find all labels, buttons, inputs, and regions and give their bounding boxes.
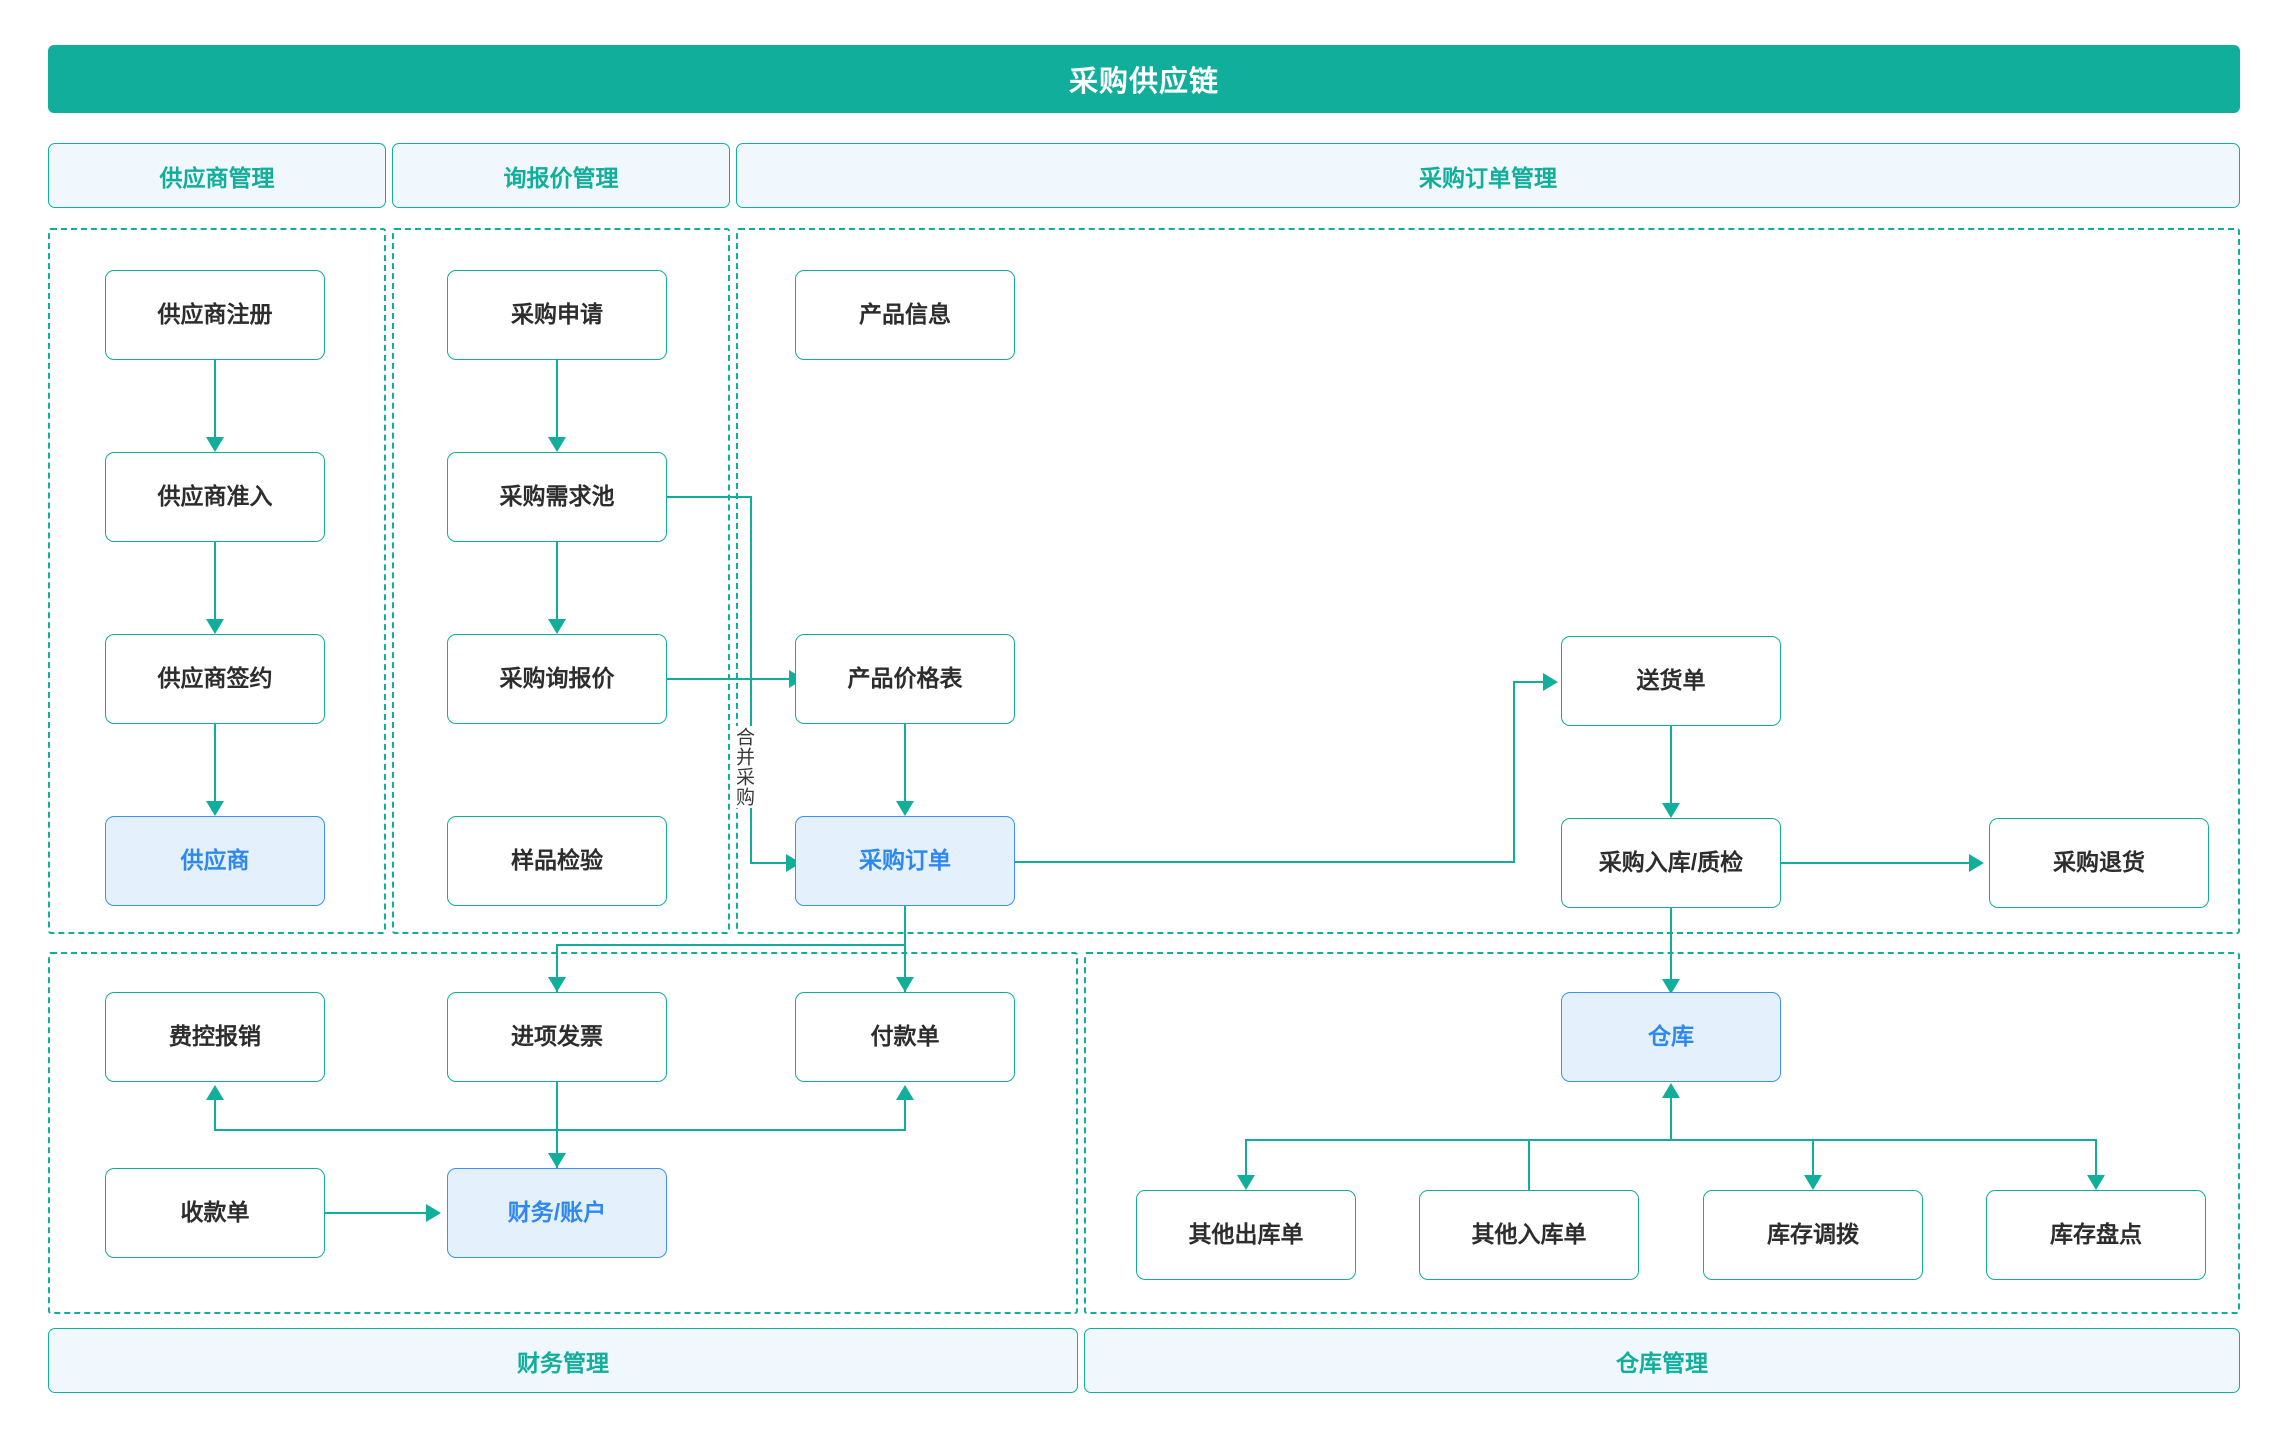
node-supplier-register[interactable]: 供应商注册 — [105, 270, 325, 360]
edge-bus-to-invoice — [556, 944, 906, 946]
edge-delivery-to-inbound — [1670, 726, 1672, 803]
edge-order-into-delivery-segment — [1513, 681, 1545, 683]
section-header-finance[interactable]: 财务管理 — [48, 1328, 1078, 1393]
arrowhead-inbound-to-warehouse — [1662, 979, 1680, 994]
edge-pricelist-to-order — [904, 724, 906, 801]
arrowhead-bus-to-invoice — [548, 977, 566, 992]
node-receipt-voucher[interactable]: 收款单 — [105, 1168, 325, 1258]
arrowhead-to-other-outbound — [1237, 1175, 1255, 1190]
node-price-list[interactable]: 产品价格表 — [795, 634, 1015, 724]
edge-bus-payment-expense — [214, 1129, 906, 1131]
edge-receipt-to-account — [325, 1212, 428, 1214]
arrowhead-to-stock-transfer — [1804, 1175, 1822, 1190]
node-purchase-order[interactable]: 采购订单 — [795, 816, 1015, 906]
node-stock-count[interactable]: 库存盘点 — [1986, 1190, 2206, 1280]
edge-branch-stock-transfer — [1812, 1139, 1814, 1179]
node-expense-claim[interactable]: 费控报销 — [105, 992, 325, 1082]
node-purchase-return[interactable]: 采购退货 — [1989, 818, 2209, 908]
edge-branch-other-inbound — [1528, 1139, 1530, 1190]
arrowhead-receipt-to-account — [426, 1204, 441, 1222]
arrowhead-pricelist-to-order — [896, 801, 914, 816]
group-frame-finance — [48, 952, 1078, 1314]
arrowhead-request-to-pool — [548, 437, 566, 452]
edge-order-right-segment — [1015, 861, 1515, 863]
edge-warehouse-bus — [1245, 1139, 2097, 1141]
arrowhead-delivery-to-inbound — [1662, 803, 1680, 818]
node-stock-transfer[interactable]: 库存调拨 — [1703, 1190, 1923, 1280]
page-title: 采购供应链 — [48, 45, 2240, 113]
node-purchase-request[interactable]: 采购申请 — [447, 270, 667, 360]
edge-request-to-pool — [556, 360, 558, 437]
arrowhead-order-to-payment — [896, 977, 914, 992]
node-warehouse[interactable]: 仓库 — [1561, 992, 1781, 1082]
node-delivery-note[interactable]: 送货单 — [1561, 636, 1781, 726]
section-header-purchase[interactable]: 采购订单管理 — [736, 143, 2240, 208]
group-frame-warehouse — [1084, 952, 2240, 1314]
edge-bus-invoice-down — [556, 944, 558, 992]
edge-branch-stock-count — [2095, 1139, 2097, 1179]
edge-access-to-contract — [214, 542, 216, 619]
node-inbound-qc[interactable]: 采购入库/质检 — [1561, 818, 1781, 908]
node-supplier[interactable]: 供应商 — [105, 816, 325, 906]
arrowhead-bus-to-expense — [206, 1085, 224, 1100]
arrowhead-contract-to-supplier — [206, 801, 224, 816]
group-frame-purchase — [736, 228, 2240, 934]
edge-order-up-segment — [1513, 681, 1515, 863]
node-supplier-contract[interactable]: 供应商签约 — [105, 634, 325, 724]
arrowhead-to-stock-count — [2087, 1175, 2105, 1190]
edge-order-to-payment — [904, 906, 906, 992]
edge-pool-to-rfq — [556, 542, 558, 619]
arrowhead-bus-to-payment — [896, 1085, 914, 1100]
node-finance-account[interactable]: 财务/账户 — [447, 1168, 667, 1258]
edge-branch-other-outbound — [1245, 1139, 1247, 1179]
group-frame-supplier — [48, 228, 386, 934]
arrowhead-inbound-to-return — [1969, 854, 1984, 872]
edge-bus-payment-up — [904, 1100, 906, 1130]
edge-pool-into-order-segment — [750, 862, 788, 864]
node-sample-check[interactable]: 样品检验 — [447, 816, 667, 906]
node-other-inbound[interactable]: 其他入库单 — [1419, 1190, 1639, 1280]
node-payment-voucher[interactable]: 付款单 — [795, 992, 1015, 1082]
edge-bus-expense-up — [214, 1100, 216, 1130]
edge-invoice-to-account — [556, 1082, 558, 1168]
arrowhead-inventory-to-warehouse — [1662, 1083, 1680, 1098]
edge-warehouse-stem — [1670, 1097, 1672, 1141]
arrowhead-access-to-contract — [206, 619, 224, 634]
edge-pool-right-segment — [667, 496, 752, 498]
edge-pool-down-segment — [750, 496, 752, 864]
edge-contract-to-supplier — [214, 724, 216, 801]
arrowhead-invoice-to-account — [548, 1153, 566, 1168]
node-product-info[interactable]: 产品信息 — [795, 270, 1015, 360]
section-header-quotation[interactable]: 询报价管理 — [392, 143, 730, 208]
node-other-outbound[interactable]: 其他出库单 — [1136, 1190, 1356, 1280]
edge-inbound-to-return — [1781, 862, 1971, 864]
arrowhead-register-to-access — [206, 437, 224, 452]
edge-register-to-access — [214, 360, 216, 437]
arrowhead-pool-to-rfq — [548, 619, 566, 634]
edge-inbound-to-warehouse — [1670, 908, 1672, 994]
edge-label-merge-purchase: 合并采购 — [732, 726, 754, 808]
section-header-supplier[interactable]: 供应商管理 — [48, 143, 386, 208]
node-input-invoice[interactable]: 进项发票 — [447, 992, 667, 1082]
group-frame-quotation — [392, 228, 730, 934]
node-rfq[interactable]: 采购询报价 — [447, 634, 667, 724]
section-header-warehouse[interactable]: 仓库管理 — [1084, 1328, 2240, 1393]
node-supplier-access[interactable]: 供应商准入 — [105, 452, 325, 542]
node-demand-pool[interactable]: 采购需求池 — [447, 452, 667, 542]
edge-rfq-to-pricelist — [667, 678, 791, 680]
arrowhead-order-to-delivery — [1543, 673, 1558, 691]
